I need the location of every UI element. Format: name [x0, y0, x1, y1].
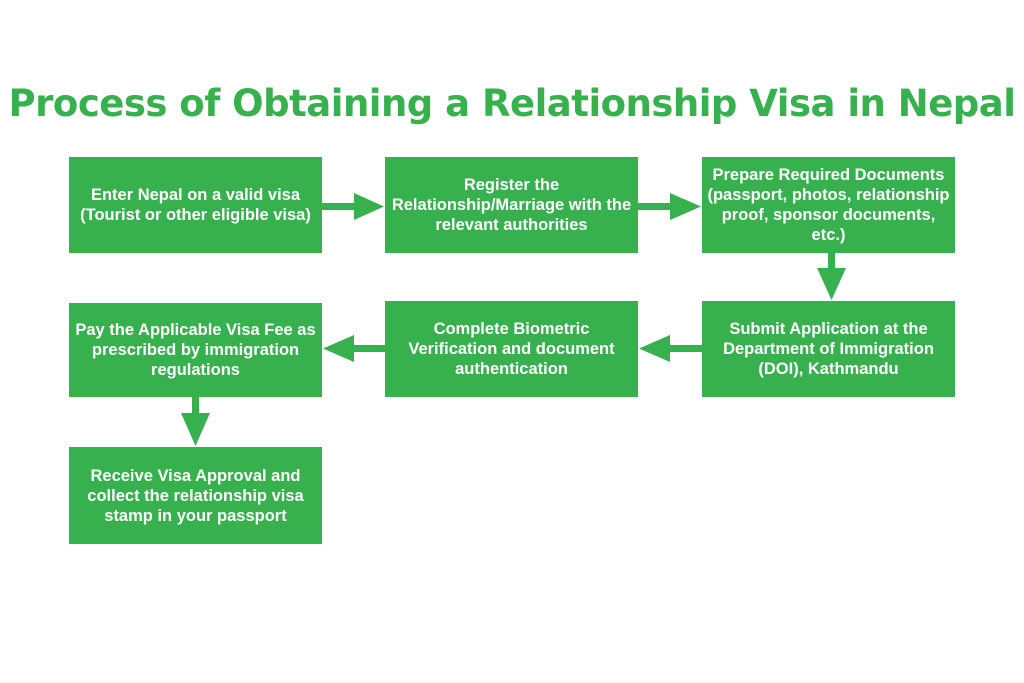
arrow-step3-to-step4 — [817, 253, 846, 300]
step-submit-application: Submit Application at the Department of … — [702, 301, 955, 397]
step-biometric-verification: Complete Biometric Verification and docu… — [385, 301, 638, 397]
step-prepare-documents: Prepare Required Documents (passport, ph… — [702, 157, 955, 253]
arrow-step6-to-step7 — [181, 397, 210, 446]
step-receive-visa-approval: Receive Visa Approval and collect the re… — [69, 447, 322, 544]
step-enter-nepal: Enter Nepal on a valid visa (Tourist or … — [69, 157, 322, 253]
step-pay-visa-fee: Pay the Applicable Visa Fee as prescribe… — [69, 303, 322, 397]
step-register-relationship: Register the Relationship/Marriage with … — [385, 157, 638, 253]
arrow-step5-to-step6 — [323, 335, 385, 362]
arrow-step1-to-step2 — [322, 193, 384, 220]
arrow-step4-to-step5 — [639, 335, 702, 362]
diagram-title: Process of Obtaining a Relationship Visa… — [8, 82, 1016, 125]
arrow-step2-to-step3 — [638, 193, 701, 220]
